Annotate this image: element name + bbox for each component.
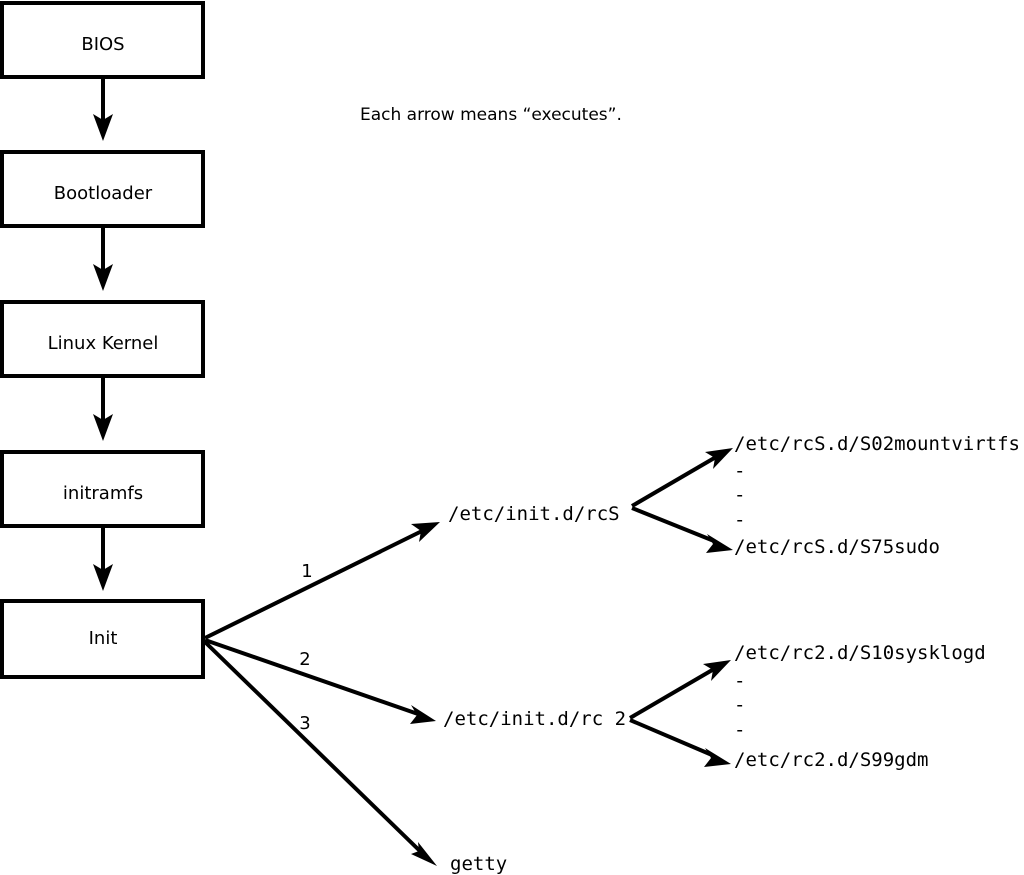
edge-rcs-to-first-script — [630, 448, 733, 508]
edge-rc2-to-last-script — [629, 718, 731, 767]
edge-init-to-getty — [203, 640, 437, 866]
bios-label: BIOS — [81, 34, 124, 55]
linux-kernel-box[interactable] — [0, 300, 205, 378]
rcs-script-first: /etc/rcS.d/S02mountvirtfs — [734, 433, 1020, 455]
bootloader-label: Bootloader — [54, 183, 153, 204]
edge-kernel-to-initramfs — [93, 376, 113, 441]
bios-box[interactable] — [0, 1, 205, 79]
target-label-getty: getty — [450, 853, 507, 875]
edge-bootloader-to-kernel — [93, 226, 113, 291]
arrow-head-icon — [93, 114, 113, 141]
init-label: Init — [89, 628, 118, 649]
branch-number-3: 3 — [299, 713, 310, 734]
rc2-ellipsis-dash: - — [734, 670, 745, 692]
edge-init-to-rc2 — [204, 638, 436, 724]
edge-rcs-to-last-script — [631, 506, 733, 553]
node-init[interactable]: Init — [0, 599, 205, 679]
arrow-head-icon — [93, 264, 113, 291]
linux-kernel-label: Linux Kernel — [48, 333, 159, 354]
node-linux-kernel[interactable]: Linux Kernel — [0, 300, 205, 378]
edge-init-to-rcs — [204, 522, 440, 640]
arrow-head-icon — [93, 564, 113, 591]
arrow-head-icon — [410, 705, 436, 724]
rc2-script-last: /etc/rc2.d/S99gdm — [734, 749, 928, 771]
init-box[interactable] — [0, 599, 205, 679]
arrow-head-icon — [411, 522, 440, 542]
edge-rc2-to-first-script — [628, 660, 731, 720]
arrow-head-icon — [703, 660, 731, 681]
arrow-head-icon — [704, 748, 731, 767]
rc2-ellipsis-dash: - — [734, 719, 745, 741]
rcs-ellipsis-dash: - — [734, 484, 745, 506]
node-bootloader[interactable]: Bootloader — [0, 150, 205, 228]
bootloader-box[interactable] — [0, 150, 205, 228]
arrow-head-icon — [706, 534, 733, 553]
rcs-script-last: /etc/rcS.d/S75sudo — [734, 536, 940, 558]
edge-bios-to-bootloader — [93, 77, 113, 141]
node-bios[interactable]: BIOS — [0, 1, 205, 79]
arrow-head-icon — [411, 842, 437, 866]
edge-initramfs-to-init — [93, 526, 113, 591]
branch-number-2: 2 — [299, 649, 310, 670]
arrow-head-icon — [705, 448, 733, 469]
initramfs-label: initramfs — [63, 483, 143, 504]
rc2-script-first: /etc/rc2.d/S10sysklogd — [734, 642, 986, 664]
legend-note: Each arrow means “executes”. — [360, 105, 622, 125]
arrow-head-icon — [93, 414, 113, 441]
node-initramfs[interactable]: initramfs — [0, 450, 205, 528]
rcs-ellipsis-dash: - — [734, 460, 745, 482]
target-label-rcs: /etc/init.d/rcS — [448, 503, 620, 525]
target-label-rc2: /etc/init.d/rc 2 — [443, 708, 626, 730]
rc2-ellipsis-dash: - — [734, 694, 745, 716]
branch-number-1: 1 — [301, 561, 312, 582]
rcs-ellipsis-dash: - — [734, 509, 745, 531]
